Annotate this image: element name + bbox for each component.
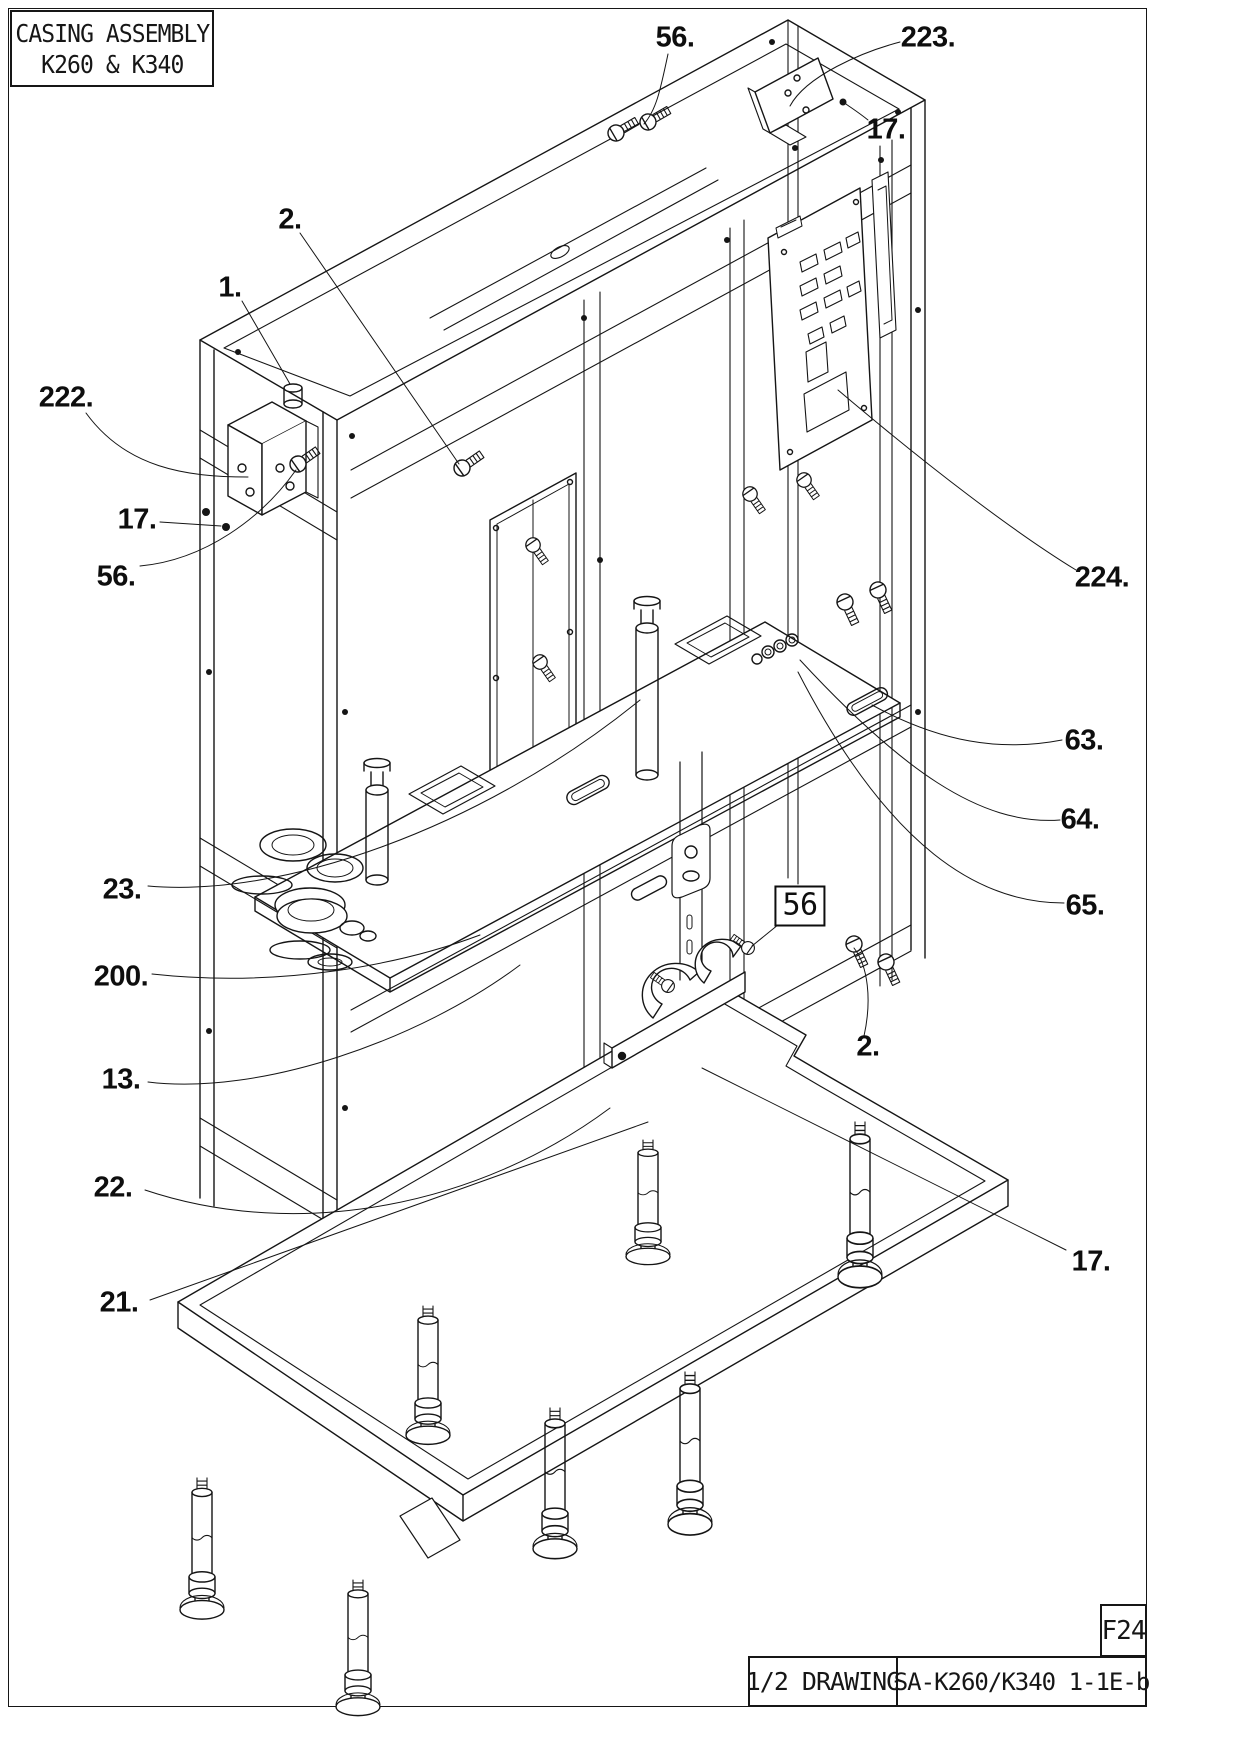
- drawing-number-cell: SA-K260/K340 1-1E-b: [894, 1656, 1150, 1707]
- page-border: [8, 8, 1147, 1707]
- title-block: 1/2 DRAWING SA-K260/K340 1-1E-b: [746, 1656, 1150, 1707]
- title-box: CASING ASSEMBLY K260 & K340: [10, 10, 214, 87]
- base-pan: [177, 986, 1009, 1559]
- callout-leader-lines: [85, 41, 1077, 1301]
- drawing-scale-cell: 1/2 DRAWING: [746, 1656, 901, 1707]
- control-panel: [767, 171, 897, 471]
- drawing-title-line1: CASING ASSEMBLY: [15, 18, 210, 48]
- sheet-ref-label: F24: [1101, 1615, 1147, 1646]
- saddle-clamp: [603, 938, 746, 1069]
- shelf-assembly: [231, 595, 901, 993]
- sheet-ref-box: F24: [1100, 1604, 1147, 1657]
- rivet-dots: [202, 39, 921, 1111]
- top-bracket: [747, 57, 834, 146]
- drawing-title-line2: K260 & K340: [40, 49, 184, 79]
- corner-bracket: [227, 383, 319, 516]
